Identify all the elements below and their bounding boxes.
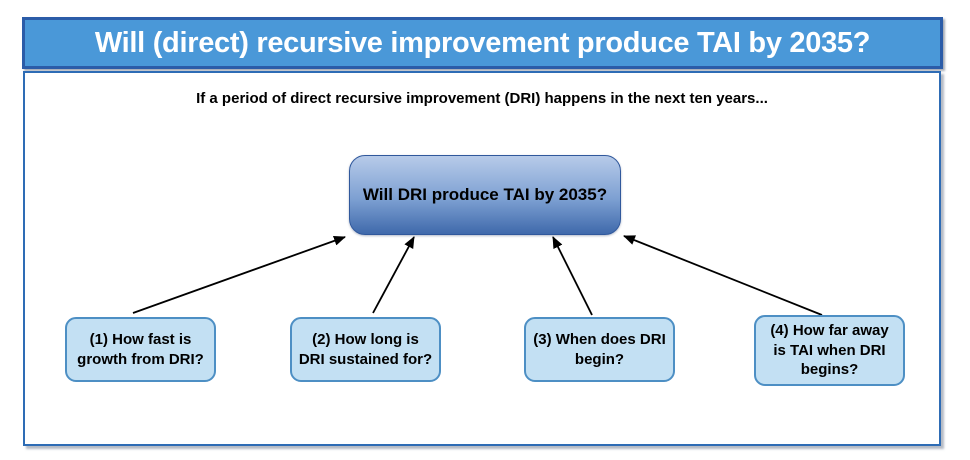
central-question-node: Will DRI produce TAI by 2035?	[349, 155, 621, 235]
arrow-factor3-to-node	[552, 236, 593, 316]
factor-3-label: (3) When does DRI begin?	[533, 330, 666, 368]
title-banner: Will (direct) recursive improvement prod…	[22, 17, 943, 69]
factor-box-2: (2) How long is DRI sustained for?	[290, 317, 441, 382]
factor-4-label: (4) How far away is TAI when DRI begins?	[770, 321, 889, 379]
factor-2-label: (2) How long is DRI sustained for?	[298, 330, 433, 368]
connector-arrows	[132, 235, 823, 316]
factor-1-label: (1) How fast is growth from DRI?	[77, 330, 204, 368]
diagram-panel: If a period of direct recursive improvem…	[23, 71, 941, 446]
factor-box-4: (4) How far away is TAI when DRI begins?	[754, 315, 905, 386]
arrow-factor2-to-node	[372, 236, 415, 314]
page-title: Will (direct) recursive improvement prod…	[94, 26, 871, 59]
central-question-label: Will DRI produce TAI by 2035?	[362, 185, 608, 204]
arrow-factor1-to-node	[132, 236, 346, 314]
factor-box-1: (1) How fast is growth from DRI?	[65, 317, 216, 382]
subtitle-text: If a period of direct recursive improvem…	[196, 90, 768, 107]
factor-box-3: (3) When does DRI begin?	[524, 317, 675, 382]
arrow-factor4-to-node	[623, 235, 823, 316]
